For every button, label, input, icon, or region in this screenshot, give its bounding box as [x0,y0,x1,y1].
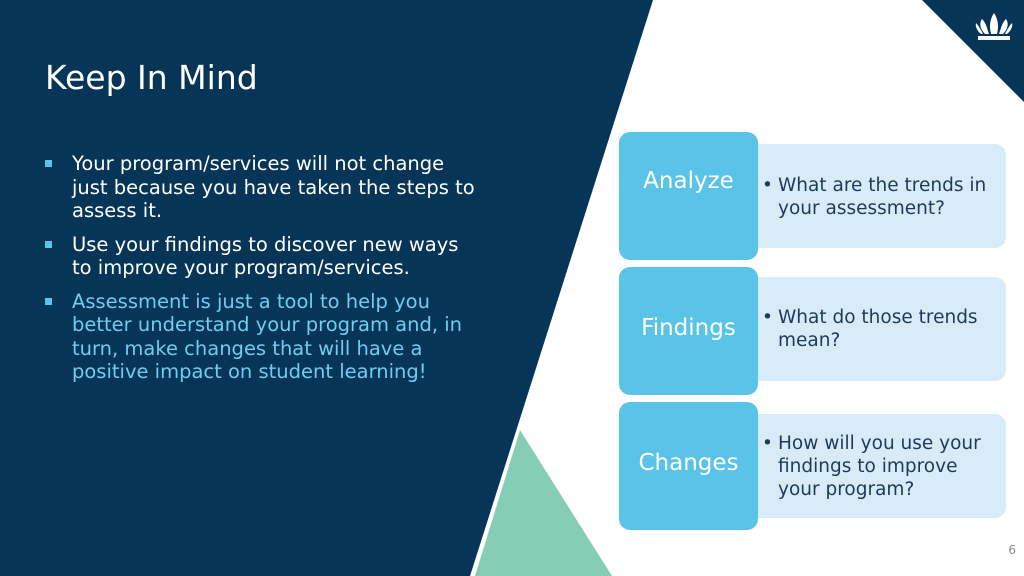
analyze-label: Analyze [643,168,734,194]
teal-triangle [475,430,612,576]
page-number: 6 [1008,543,1016,557]
bullet-list: Your program/services will not change ju… [44,152,484,394]
analyze-question: • What are the trends in your assessment… [762,174,998,220]
findings-label: Findings [641,315,736,341]
crown-icon [975,13,1013,40]
bullet-text: Use your findings to discover new ways t… [72,232,459,280]
dot-bullet-icon: • [762,433,773,454]
square-bullet-icon [45,160,52,167]
bullet-item: Your program/services will not change ju… [44,152,484,223]
bullet-item: Use your findings to discover new ways t… [44,233,484,280]
findings-question-text: What do those trends mean? [778,307,978,351]
changes-question-text: How will you use your findings to improv… [778,433,981,500]
navy-panel [0,0,653,576]
corner-navy-triangle [922,0,1024,102]
analyze-label-card: Analyze [619,132,758,260]
dot-bullet-icon: • [762,307,773,328]
square-bullet-icon [45,240,52,248]
analyze-question-card [740,144,1006,248]
slide-title: Keep In Mind [45,58,258,97]
analyze-question-text: What are the trends in your assessment? [778,175,987,219]
bullet-text: Your program/services will not change ju… [72,152,475,222]
bullet-text: Assessment is just a tool to help you be… [72,289,463,384]
changes-question: • How will you use your findings to impr… [762,432,998,501]
dot-bullet-icon: • [762,175,773,196]
bullet-item: Assessment is just a tool to help you be… [44,290,484,384]
changes-label: Changes [638,450,739,476]
square-bullet-icon [45,297,52,305]
findings-question: • What do those trends mean? [762,306,998,352]
changes-label-card: Changes [619,402,758,530]
findings-question-card [740,277,1006,381]
findings-label-card: Findings [619,267,758,395]
changes-question-card [740,414,1006,518]
